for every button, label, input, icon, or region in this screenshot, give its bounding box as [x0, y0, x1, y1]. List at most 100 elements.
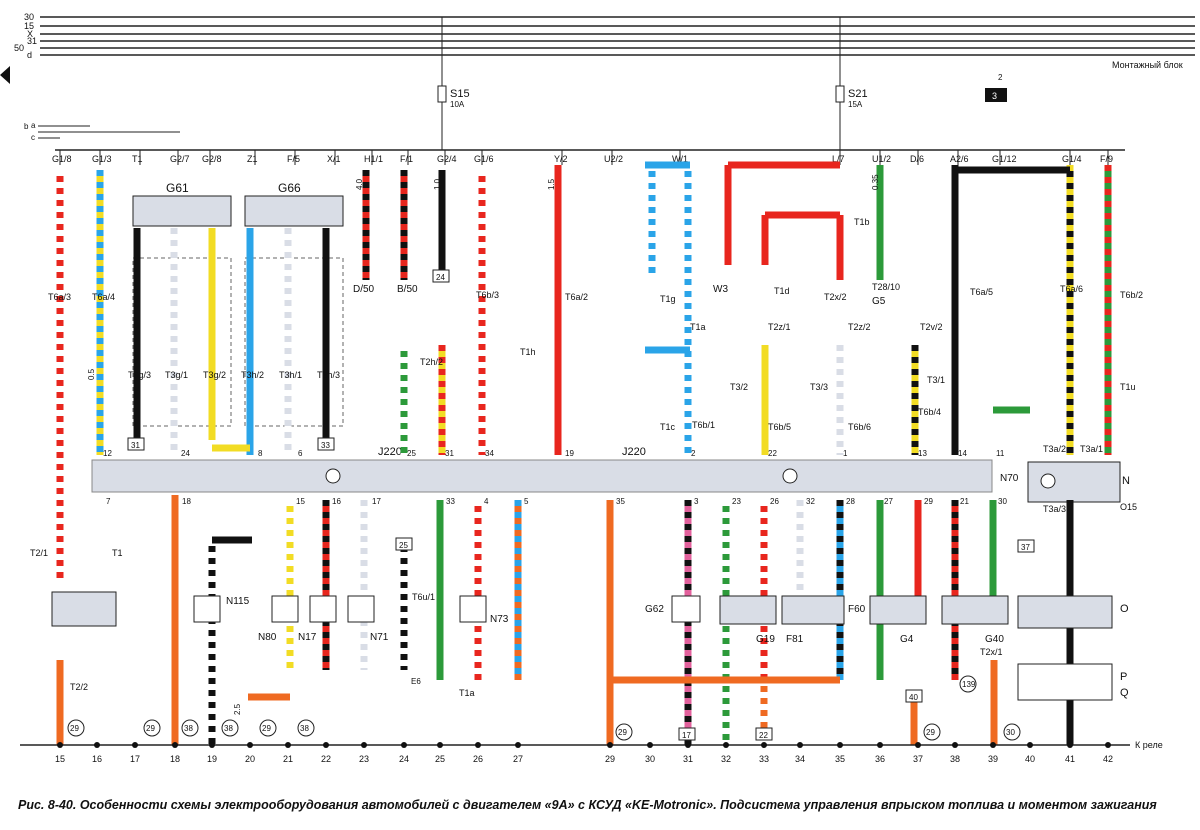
ref-box-label: 33 — [321, 441, 330, 450]
ref-box — [905, 689, 923, 703]
ref-box — [317, 437, 335, 451]
connector-tag: T2x/2 — [824, 292, 847, 302]
connector-tag: T6b/6 — [848, 422, 871, 432]
connector-tag: T2/2 — [70, 682, 88, 692]
ecu-symbol-icon — [325, 468, 341, 484]
ground-node — [515, 742, 521, 748]
ecu-pin-label: 25 — [407, 449, 416, 458]
ground-node — [57, 742, 63, 748]
ref-box — [755, 727, 773, 741]
top-connector-label: G1/8 — [52, 154, 72, 164]
fuse-s21: S21 15A — [835, 17, 868, 150]
ref-circle — [259, 719, 277, 737]
ground-number: 22 — [321, 754, 331, 764]
top-connector-label: F/5 — [287, 154, 300, 164]
connector-tag: T6a/6 — [1060, 284, 1083, 294]
connector-tag: T3h/3 — [317, 370, 340, 380]
ground-node — [990, 742, 996, 748]
top-bus: 30 15 X 31 50 d b a c — [0, 12, 1195, 142]
ground-node — [437, 742, 443, 748]
ground-number: 25 — [435, 754, 445, 764]
ecu-pin-label: 6 — [298, 449, 303, 458]
ref-circle-label: 139 — [962, 680, 976, 689]
connector-tag: T3h/1 — [279, 370, 302, 380]
ecu-pin-label: 32 — [806, 497, 815, 506]
ref-circle-label: 29 — [146, 724, 155, 733]
coil-icon — [1040, 473, 1056, 489]
connector-tag: T3/1 — [927, 375, 945, 385]
ground-node — [401, 742, 407, 748]
ecu-pin-label: 33 — [446, 497, 455, 506]
ecu-pin-label: 24 — [181, 449, 190, 458]
ref-box-label: 17 — [682, 731, 691, 740]
top-connector-label: X/1 — [327, 154, 341, 164]
svg-text:10A: 10A — [450, 100, 465, 109]
svg-text:O: O — [1120, 603, 1129, 615]
ecu-pin-label: 12 — [103, 449, 112, 458]
n115-valve — [193, 595, 221, 623]
ref-circle — [615, 723, 633, 741]
connector-tag: O15 — [1120, 502, 1137, 512]
connector-tag: T1d — [774, 286, 790, 296]
montage-block: Монтажный блок 3 2 — [875, 54, 1183, 102]
ground-node — [1067, 742, 1073, 748]
g62-sensor — [671, 595, 701, 623]
ground-node — [1027, 742, 1033, 748]
connector-tag: T1g — [660, 294, 676, 304]
ecu-pin-label: 7 — [106, 497, 111, 506]
bus-label: d — [27, 50, 32, 60]
n71-valve — [347, 595, 375, 623]
j220-control-unit — [91, 459, 993, 493]
connector-tag: T3/3 — [810, 382, 828, 392]
ecu-pin-label: 23 — [732, 497, 741, 506]
connector-tag: T6b/1 — [692, 420, 715, 430]
ground-number: 27 — [513, 754, 523, 764]
connector-tag: T3a/1 — [1080, 444, 1103, 454]
ref-box-label: 40 — [909, 693, 918, 702]
ref-box-label: 25 — [399, 541, 408, 550]
connector-tag: T6a/4 — [92, 292, 115, 302]
svg-text:N115: N115 — [226, 596, 250, 607]
ecu-pin-label: 29 — [924, 497, 933, 506]
ref-box — [395, 537, 413, 551]
wire-gauge-label: 2.5 — [233, 703, 242, 715]
connector-tag: T3g/3 — [128, 370, 151, 380]
connector-tag: T6a/3 — [48, 292, 71, 302]
ground-number: 18 — [170, 754, 180, 764]
svg-text:N70: N70 — [1000, 473, 1019, 484]
ref-box — [127, 437, 145, 451]
ref-circle-label: 29 — [926, 728, 935, 737]
ground-node — [723, 742, 729, 748]
connector-tag: T6b/3 — [476, 290, 499, 300]
ground-number: 21 — [283, 754, 293, 764]
top-connector-label: G1/12 — [992, 154, 1017, 164]
ref-circle-label: 38 — [224, 724, 233, 733]
ref-circle — [959, 675, 977, 693]
lower-components: N115 N80 N17 N71 N73 G62 G19 F81 F60 G4 … — [51, 284, 1129, 701]
ref-circle — [181, 719, 199, 737]
wire-gauge-label: 1.5 — [547, 178, 556, 190]
ground-number: 30 — [645, 754, 655, 764]
ground-node — [285, 742, 291, 748]
top-connector-label: T1 — [132, 154, 143, 164]
g66-knock-sensor — [244, 195, 344, 227]
connector-tag: T3a/2 — [1043, 444, 1066, 454]
ecu-pin-label: 21 — [960, 497, 969, 506]
svg-text:G62: G62 — [645, 604, 664, 615]
connector-tag: T6u/1 — [412, 592, 435, 602]
ground-number: 20 — [245, 754, 255, 764]
connector-tag: T2h/2 — [420, 357, 443, 367]
ref-box-label: 31 — [131, 441, 140, 450]
ground-number: 29 — [605, 754, 615, 764]
ecu-pin-label: 35 — [616, 497, 625, 506]
ref-box — [678, 727, 696, 741]
connector-tag: T6b/5 — [768, 422, 791, 432]
ecu-pin-label: 15 — [296, 497, 305, 506]
ecu-pin-label: 30 — [998, 497, 1007, 506]
svg-text:N80: N80 — [258, 632, 277, 643]
f81-f60-switch — [781, 595, 845, 625]
connector-tag: T3a/3 — [1043, 504, 1066, 514]
